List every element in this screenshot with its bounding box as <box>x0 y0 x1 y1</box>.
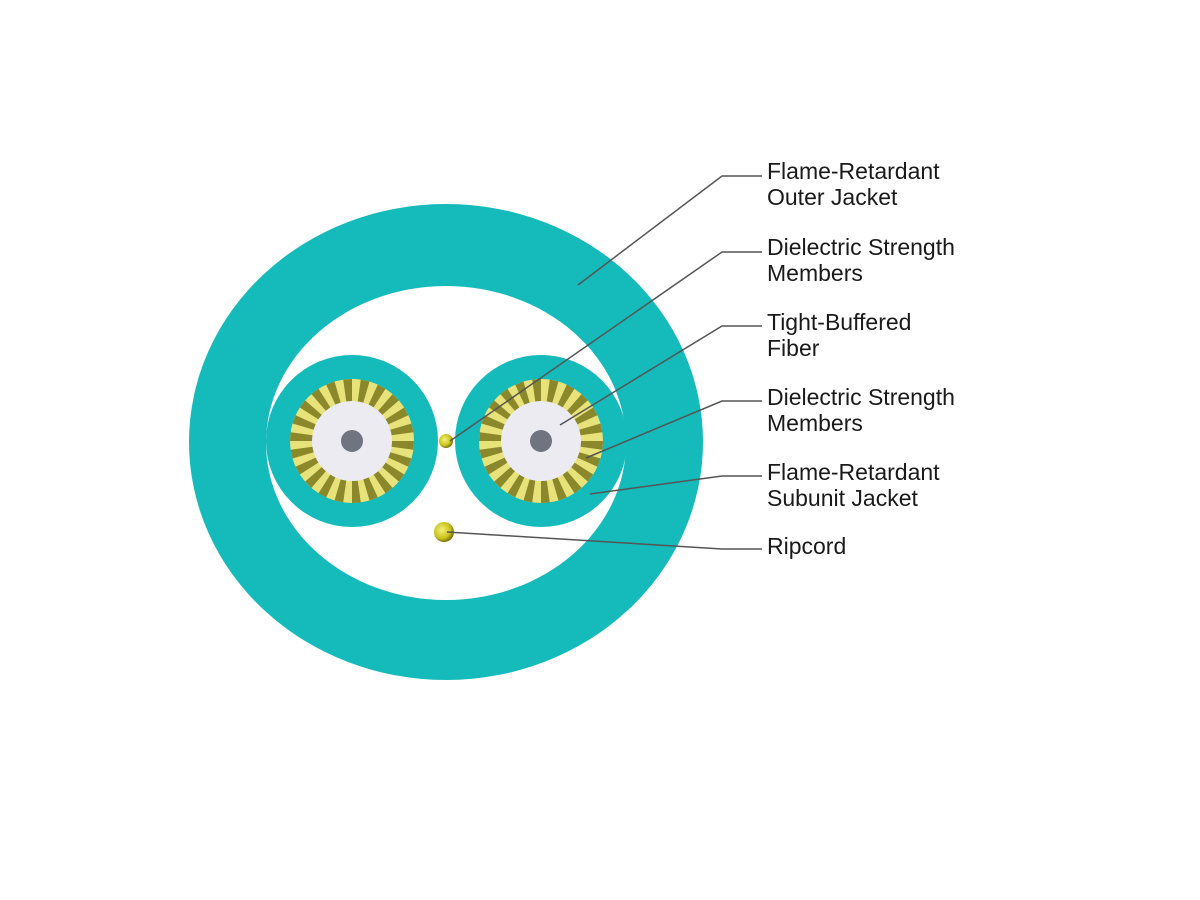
yarn-strand <box>546 379 559 404</box>
leader-line-subunit-jacket <box>589 475 762 495</box>
yarn-strand <box>305 466 327 488</box>
yarn-strand <box>552 476 567 501</box>
subunit-left <box>266 355 438 527</box>
yarn-strand <box>507 473 525 498</box>
yarn-strand <box>570 462 594 482</box>
yarn-strand <box>373 470 393 494</box>
callout-line: Ripcord <box>767 533 847 559</box>
ripcord <box>434 522 454 542</box>
yarn-strand <box>523 478 536 503</box>
yarn-strand <box>384 407 409 425</box>
subunit-right <box>455 355 627 527</box>
yarn-strand <box>579 441 603 450</box>
leader-line-outer-jacket <box>577 175 762 286</box>
callout-tight-buffered-fiber: Tight-Buffered Fiber <box>767 309 911 361</box>
callout-line: Flame-Retardant <box>767 158 940 184</box>
yarn-strand <box>363 476 378 501</box>
yarn-strand <box>500 388 520 412</box>
yarn-strand <box>299 400 323 420</box>
yarn-strand <box>343 379 352 403</box>
fiber-core-left <box>341 430 363 452</box>
yarn-strand <box>326 381 341 406</box>
callout-strength-members-2: Dielectric Strength Members <box>767 384 955 436</box>
yarn-strand <box>488 400 512 420</box>
callout-line: Fiber <box>767 335 820 361</box>
callout-ripcord: Ripcord <box>767 533 846 559</box>
yarn-strand <box>484 457 509 475</box>
callout-line: Outer Jacket <box>767 184 898 210</box>
yarn-strand <box>377 394 399 416</box>
yarn-strand <box>318 473 336 498</box>
callout-strength-members-1: Dielectric Strength Members <box>767 234 955 286</box>
yarn-strand <box>311 388 331 412</box>
yarn-strand <box>532 379 541 403</box>
yarn-strand <box>541 479 550 503</box>
yarn-strand <box>576 452 601 467</box>
yarn-strand <box>562 470 582 494</box>
yarn-strand <box>290 446 315 459</box>
callout-line: Dielectric Strength <box>767 384 955 410</box>
yarn-strand <box>334 478 347 503</box>
yarn-strand <box>290 432 314 441</box>
yarn-strand <box>479 446 504 459</box>
yarn-strand <box>389 423 414 436</box>
yarn-strand <box>578 423 603 436</box>
yarn-strand <box>352 479 361 503</box>
leader-line-ripcord <box>446 531 762 550</box>
callout-line: Tight-Buffered <box>767 309 912 335</box>
callout-outer-jacket: Flame-Retardant Outer Jacket <box>767 158 940 210</box>
yarn-strand <box>573 407 598 425</box>
leader-line-tight-buffered-fiber <box>559 325 762 426</box>
yarn-strand <box>390 441 414 450</box>
callout-line: Members <box>767 260 863 286</box>
yarn-strand <box>557 384 575 409</box>
callout-subunit-jacket: Flame-Retardant Subunit Jacket <box>767 459 940 511</box>
center-strength-member <box>439 434 453 448</box>
leader-line-strength-members-2 <box>585 400 762 459</box>
yarn-strand <box>292 415 317 430</box>
callout-line: Flame-Retardant <box>767 459 940 485</box>
yarn-strand <box>368 384 386 409</box>
yarn-strand <box>295 457 320 475</box>
callout-line: Dielectric Strength <box>767 234 955 260</box>
yarn-strand <box>387 452 412 467</box>
leader-line-strength-members-1 <box>449 251 762 442</box>
yarn-strand <box>494 466 516 488</box>
yarn-strand <box>481 415 506 430</box>
yarn-strand <box>566 394 588 416</box>
fiber-core-right <box>530 430 552 452</box>
yarn-strand <box>479 432 503 441</box>
callout-line: Subunit Jacket <box>767 485 918 511</box>
callout-line: Members <box>767 410 863 436</box>
yarn-strand <box>381 462 405 482</box>
yarn-strand <box>515 381 530 406</box>
yarn-strand <box>357 379 370 404</box>
